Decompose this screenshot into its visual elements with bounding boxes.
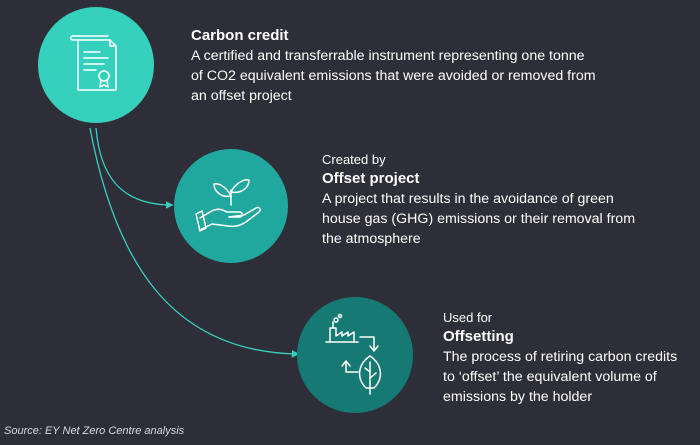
desc-line: to ‘offset’ the equivalent volume of bbox=[443, 369, 657, 385]
node-title-offset-project: Offset project bbox=[322, 170, 420, 187]
desc-line: of CO2 equivalent emissions that were av… bbox=[191, 68, 596, 84]
plant-in-hand-icon bbox=[195, 179, 261, 232]
node-circle-offsetting bbox=[297, 297, 413, 413]
node-description-carbon-credit: A certified and transferrable instrument… bbox=[191, 46, 596, 106]
desc-line: A project that results in the avoidance … bbox=[322, 191, 614, 207]
source-note: Source: EY Net Zero Centre analysis bbox=[4, 425, 185, 437]
node-description-offset-project: A project that results in the avoidance … bbox=[322, 189, 635, 249]
desc-line: The process of retiring carbon credits bbox=[443, 349, 678, 365]
text-carbon-credit: Carbon credit A certified and transferra… bbox=[191, 26, 596, 106]
connector-credit-to-project bbox=[95, 127, 174, 209]
connector-credit-to-offsetting bbox=[89, 127, 300, 358]
certificate-icon bbox=[70, 35, 117, 91]
text-offsetting: Used for Offsetting The process of retir… bbox=[443, 309, 677, 407]
node-title-offsetting: Offsetting bbox=[443, 328, 514, 345]
node-offset-project bbox=[174, 149, 288, 263]
node-prelabel-offset-project: Created by bbox=[322, 152, 386, 167]
node-description-offsetting: The process of retiring carbon credits t… bbox=[443, 347, 677, 407]
factory-leaf-icon bbox=[325, 313, 382, 395]
node-carbon-credit bbox=[38, 7, 154, 123]
node-offsetting bbox=[297, 297, 413, 413]
desc-line: emissions by the holder bbox=[443, 389, 593, 405]
desc-line: house gas (GHG) emissions or their remov… bbox=[322, 211, 636, 227]
desc-line: an offset project bbox=[191, 88, 292, 104]
node-circle-offset-project bbox=[174, 149, 288, 263]
desc-line: the atmosphere bbox=[322, 231, 421, 247]
node-prelabel-offsetting: Used for bbox=[443, 310, 493, 325]
node-circle-carbon-credit bbox=[38, 7, 154, 123]
desc-line: A certified and transferrable instrument… bbox=[191, 48, 585, 64]
text-offset-project: Created by Offset project A project that… bbox=[322, 151, 635, 249]
node-title-carbon-credit: Carbon credit bbox=[191, 27, 289, 44]
